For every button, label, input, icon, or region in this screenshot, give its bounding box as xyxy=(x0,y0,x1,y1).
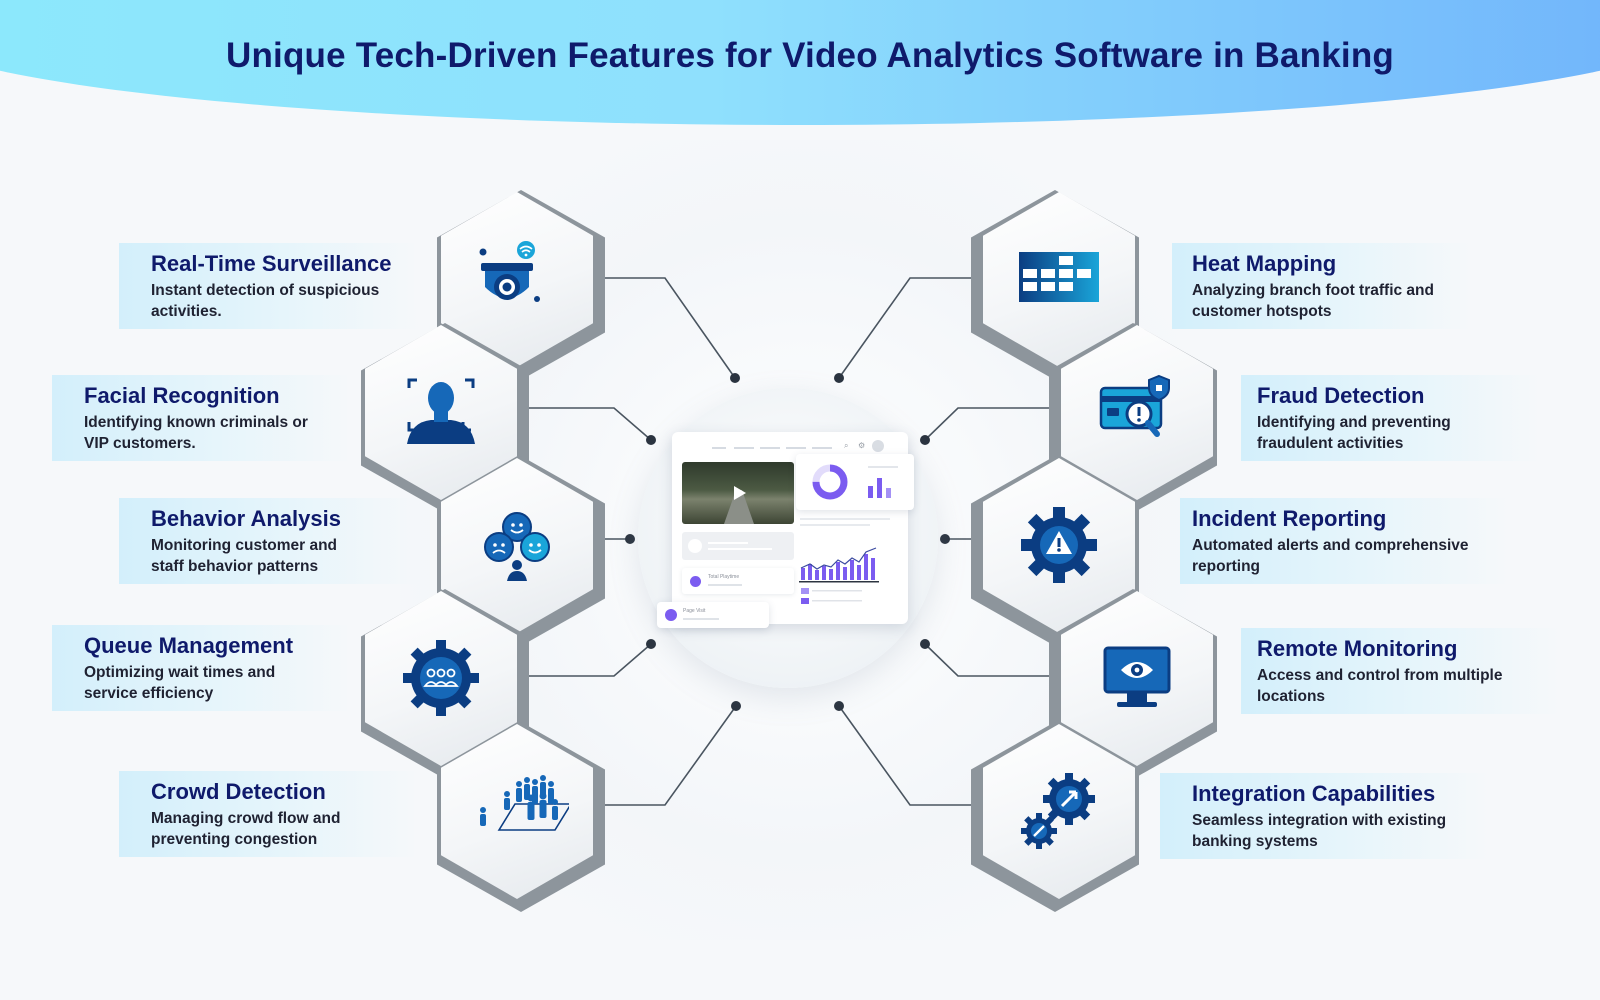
mock-settings-icon: ⚙ xyxy=(858,441,866,450)
connector-facial-recognition xyxy=(500,407,652,441)
mock-bar-chart xyxy=(799,547,879,604)
connector-real-time-surveillance xyxy=(577,277,736,379)
mock-total-playtime: Total Playtime xyxy=(708,574,740,580)
feature-fraud-detection: Fraud Detection Identifying and preventi… xyxy=(1241,375,1541,461)
hex-crowd-detection xyxy=(437,722,605,912)
feature-title: Crowd Detection xyxy=(151,779,326,804)
connector-queue-management xyxy=(500,643,652,677)
connector-remote-monitoring xyxy=(924,643,1072,677)
feature-title: Integration Capabilities xyxy=(1192,781,1436,806)
hex-integration-capabilities xyxy=(971,722,1139,912)
header-band xyxy=(0,0,1600,125)
gear-alert-icon xyxy=(1021,507,1097,583)
card-shield-magnifier-icon xyxy=(1099,374,1170,437)
feature-title: Queue Management xyxy=(84,633,294,658)
people-gear-icon xyxy=(403,640,479,716)
connector-integration-capabilities xyxy=(838,705,996,806)
feature-real-time-surveillance: Real-Time Surveillance Instant detection… xyxy=(119,243,419,329)
crowd-icon xyxy=(480,775,569,831)
page-title: Unique Tech-Driven Features for Video An… xyxy=(226,36,1394,75)
playtime-icon xyxy=(690,576,701,587)
play-icon xyxy=(734,486,746,500)
feature-heat-mapping: Heat Mapping Analyzing branch foot traff… xyxy=(1172,243,1472,329)
feature-title: Behavior Analysis xyxy=(151,506,341,531)
surveillance-camera-icon xyxy=(479,241,540,302)
face-scan-icon xyxy=(407,378,475,444)
mock-video-thumbnail xyxy=(682,462,794,524)
hex-behavior-analysis xyxy=(437,456,605,646)
heat-map-grid-icon xyxy=(1019,252,1099,302)
feature-queue-management: Queue Management Optimizing wait times a… xyxy=(52,625,352,711)
feature-title: Fraud Detection xyxy=(1257,383,1425,408)
hex-queue-management xyxy=(361,589,529,779)
emotion-faces-icon xyxy=(484,512,550,581)
mock-page-visit: Page Visit xyxy=(683,608,706,614)
dashboard-mockup: ⌕ ⚙ Total Playtime xyxy=(672,432,914,624)
connector-fraud-detection xyxy=(924,407,1072,441)
header-wave xyxy=(0,0,1600,125)
feature-incident-reporting: Incident Reporting Automated alerts and … xyxy=(1180,498,1510,584)
feature-title: Remote Monitoring xyxy=(1257,636,1458,661)
feature-remote-monitoring: Remote Monitoring Access and control fro… xyxy=(1241,628,1561,714)
feature-integration-capabilities: Integration Capabilities Seamless integr… xyxy=(1160,773,1490,859)
connector-heat-mapping xyxy=(838,277,996,379)
gears-icon xyxy=(1021,773,1095,849)
feature-title: Heat Mapping xyxy=(1192,251,1337,276)
mock-avatar xyxy=(872,440,884,452)
mock-donut-card xyxy=(796,454,914,510)
feature-title: Facial Recognition xyxy=(84,383,280,408)
hex-real-time-surveillance xyxy=(437,190,605,380)
hex-fraud-detection xyxy=(1049,323,1217,513)
download-icon xyxy=(665,609,677,621)
feature-title: Incident Reporting xyxy=(1192,506,1387,531)
mock-page-visit-card: Page Visit xyxy=(657,602,769,628)
monitor-eye-icon xyxy=(1103,646,1171,707)
feature-behavior-analysis: Behavior Analysis Monitoring customer an… xyxy=(119,498,419,584)
feature-facial-recognition: Facial Recognition Identifying known cri… xyxy=(52,375,352,461)
feature-title: Real-Time Surveillance xyxy=(151,251,392,276)
mock-search-icon: ⌕ xyxy=(844,441,849,450)
connector-crowd-detection xyxy=(577,705,737,806)
